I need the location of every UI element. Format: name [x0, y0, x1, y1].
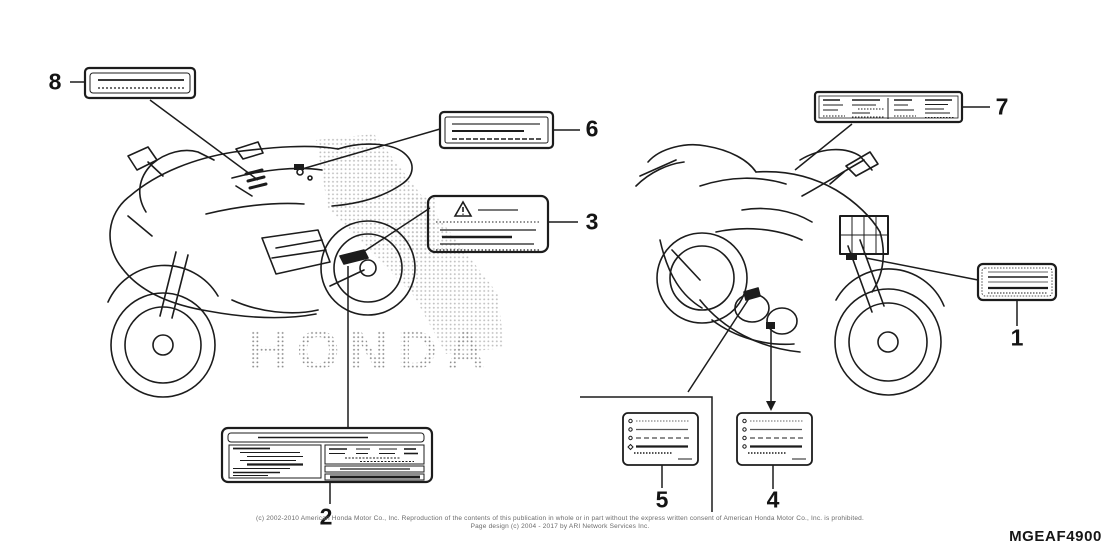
left-bike-rear-wheel [320, 220, 416, 316]
caution-label-box-6[interactable] [438, 110, 555, 150]
caution-label-box-4[interactable] [736, 412, 813, 466]
callout-7[interactable]: 7 [995, 93, 1009, 120]
right-bike-rear-wheel [656, 232, 748, 324]
right-bike-front-wheel [834, 288, 942, 396]
callout-2[interactable]: 2 [319, 503, 333, 530]
label-5-position-marker [743, 287, 761, 301]
left-bike-mirror [127, 146, 158, 171]
caution-label-box-1[interactable] [976, 262, 1058, 302]
copyright-line-2: Page design (c) 2004 - 2017 by ARI Netwo… [470, 523, 650, 530]
motorcycle-left-view [107, 141, 416, 398]
caution-label-box-3[interactable] [426, 194, 550, 254]
caution-label-box-2[interactable] [220, 426, 434, 484]
callout-8[interactable]: 8 [48, 68, 62, 95]
label-4-position-marker [766, 322, 775, 329]
caution-label-box-5[interactable] [622, 412, 699, 466]
copyright-line-1: (c) 2002-2010 American Honda Motor Co., … [256, 515, 864, 522]
left-bike-mirror-2 [235, 141, 264, 160]
honda-watermark: HONDA [248, 319, 495, 381]
callout-1[interactable]: 1 [1010, 324, 1024, 351]
label-1-position-marker [846, 253, 857, 260]
caution-label-box-7[interactable] [813, 90, 964, 124]
left-bike-windscreen [139, 149, 215, 213]
warning-triangle-icon [453, 200, 473, 217]
right-bike-front-fender [835, 268, 945, 307]
leader-lines [70, 81, 1018, 512]
right-bike-mirror [845, 151, 879, 177]
callout-4[interactable]: 4 [766, 486, 780, 513]
right-bike-windscreen [801, 159, 865, 197]
right-bike-radiator [839, 215, 889, 255]
caution-label-box-8[interactable] [83, 66, 197, 100]
label-6-position-marker [294, 164, 304, 170]
callout-6[interactable]: 6 [585, 115, 599, 142]
left-bike-front-wheel [110, 292, 216, 398]
callout-3[interactable]: 3 [585, 208, 599, 235]
diagram-part-code: MGEAF4900 [1009, 528, 1102, 545]
callout-5[interactable]: 5 [655, 486, 669, 513]
motorcycle-right-view [635, 143, 945, 396]
left-bike-front-fender [107, 264, 219, 303]
